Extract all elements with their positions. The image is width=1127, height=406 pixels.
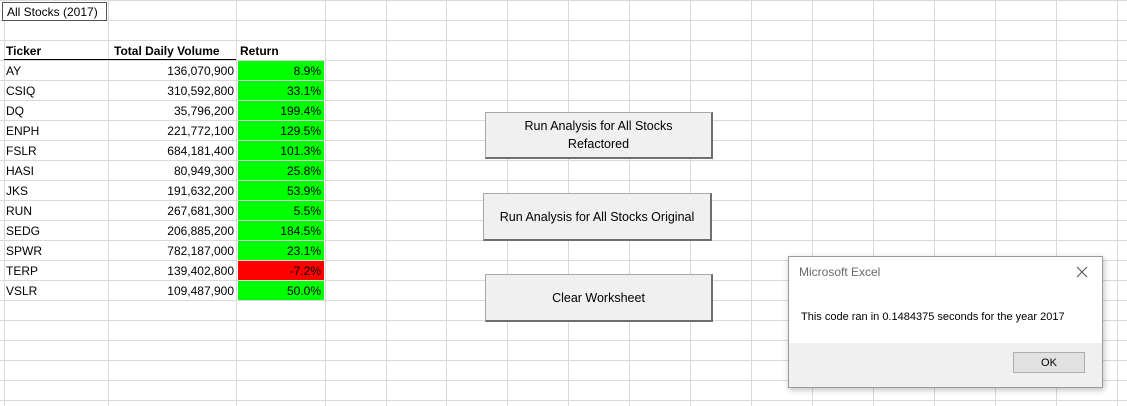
volume-cell[interactable]: 221,772,100 — [167, 124, 234, 138]
volume-cell[interactable]: 191,632,200 — [167, 184, 234, 198]
ticker-cell[interactable]: ENPH — [6, 124, 40, 138]
ticker-cell[interactable]: AY — [6, 64, 22, 78]
return-cell-positive[interactable]: 199.4% — [238, 101, 324, 120]
ticker-cell[interactable]: VSLR — [6, 284, 38, 298]
ticker-cell[interactable]: RUN — [6, 204, 32, 218]
volume-cell[interactable]: 136,070,900 — [167, 64, 234, 78]
ok-button[interactable]: OK — [1013, 352, 1085, 373]
excel-message-dialog: Microsoft Excel This code ran in 0.14843… — [788, 256, 1103, 388]
return-cell-positive[interactable]: 184.5% — [238, 221, 324, 240]
header-ticker[interactable]: Ticker — [6, 44, 42, 58]
header-underline — [4, 59, 236, 60]
dialog-message: This code ran in 0.1484375 seconds for t… — [801, 311, 1065, 323]
run-analysis-original-button[interactable]: Run Analysis for All Stocks Original — [483, 193, 712, 241]
return-cell-positive[interactable]: 5.5% — [238, 201, 324, 220]
return-cell-positive[interactable]: 25.8% — [238, 161, 324, 180]
volume-cell[interactable]: 109,487,900 — [167, 284, 234, 298]
run-analysis-refactored-label-line2: Refactored — [567, 137, 630, 151]
ticker-cell[interactable]: HASI — [6, 164, 35, 178]
run-analysis-refactored-button[interactable]: Run Analysis for All Stocks Refactored — [485, 112, 713, 159]
return-cell-positive[interactable]: 129.5% — [238, 121, 324, 140]
ticker-cell[interactable]: SPWR — [6, 244, 42, 258]
run-analysis-refactored-label-line1: Run Analysis for All Stocks — [524, 119, 673, 133]
close-icon[interactable] — [1070, 260, 1094, 284]
return-cell-negative[interactable]: -7.2% — [238, 261, 324, 280]
volume-cell[interactable]: 35,796,200 — [173, 104, 234, 118]
sheet-title-cell[interactable]: All Stocks (2017) — [2, 2, 107, 21]
return-cell-positive[interactable]: 33.1% — [238, 81, 324, 100]
volume-cell[interactable]: 80,949,300 — [173, 164, 234, 178]
clear-worksheet-button[interactable]: Clear Worksheet — [485, 274, 713, 322]
volume-cell[interactable]: 684,181,400 — [167, 144, 234, 158]
return-cell-positive[interactable]: 23.1% — [238, 241, 324, 260]
return-cell-positive[interactable]: 8.9% — [238, 61, 324, 80]
volume-cell[interactable]: 139,402,800 — [167, 264, 234, 278]
volume-cell[interactable]: 267,681,300 — [167, 204, 234, 218]
volume-cell[interactable]: 310,592,800 — [167, 84, 234, 98]
ticker-cell[interactable]: JKS — [6, 184, 29, 198]
clear-worksheet-label: Clear Worksheet — [552, 290, 645, 305]
ticker-cell[interactable]: TERP — [6, 264, 39, 278]
volume-cell[interactable]: 782,187,000 — [167, 244, 234, 258]
header-return[interactable]: Return — [240, 44, 279, 58]
ticker-cell[interactable]: DQ — [6, 104, 24, 118]
dialog-title: Microsoft Excel — [799, 265, 881, 279]
ticker-cell[interactable]: FSLR — [6, 144, 37, 158]
ticker-cell[interactable]: SEDG — [6, 224, 41, 238]
ticker-cell[interactable]: CSIQ — [6, 84, 36, 98]
dialog-footer: OK — [789, 343, 1102, 387]
return-cell-positive[interactable]: 50.0% — [238, 281, 324, 300]
header-total-daily-volume[interactable]: Total Daily Volume — [114, 44, 220, 58]
run-analysis-original-label: Run Analysis for All Stocks Original — [499, 209, 695, 224]
return-cell-positive[interactable]: 53.9% — [238, 181, 324, 200]
volume-cell[interactable]: 206,885,200 — [167, 224, 234, 238]
return-cell-positive[interactable]: 101.3% — [238, 141, 324, 160]
